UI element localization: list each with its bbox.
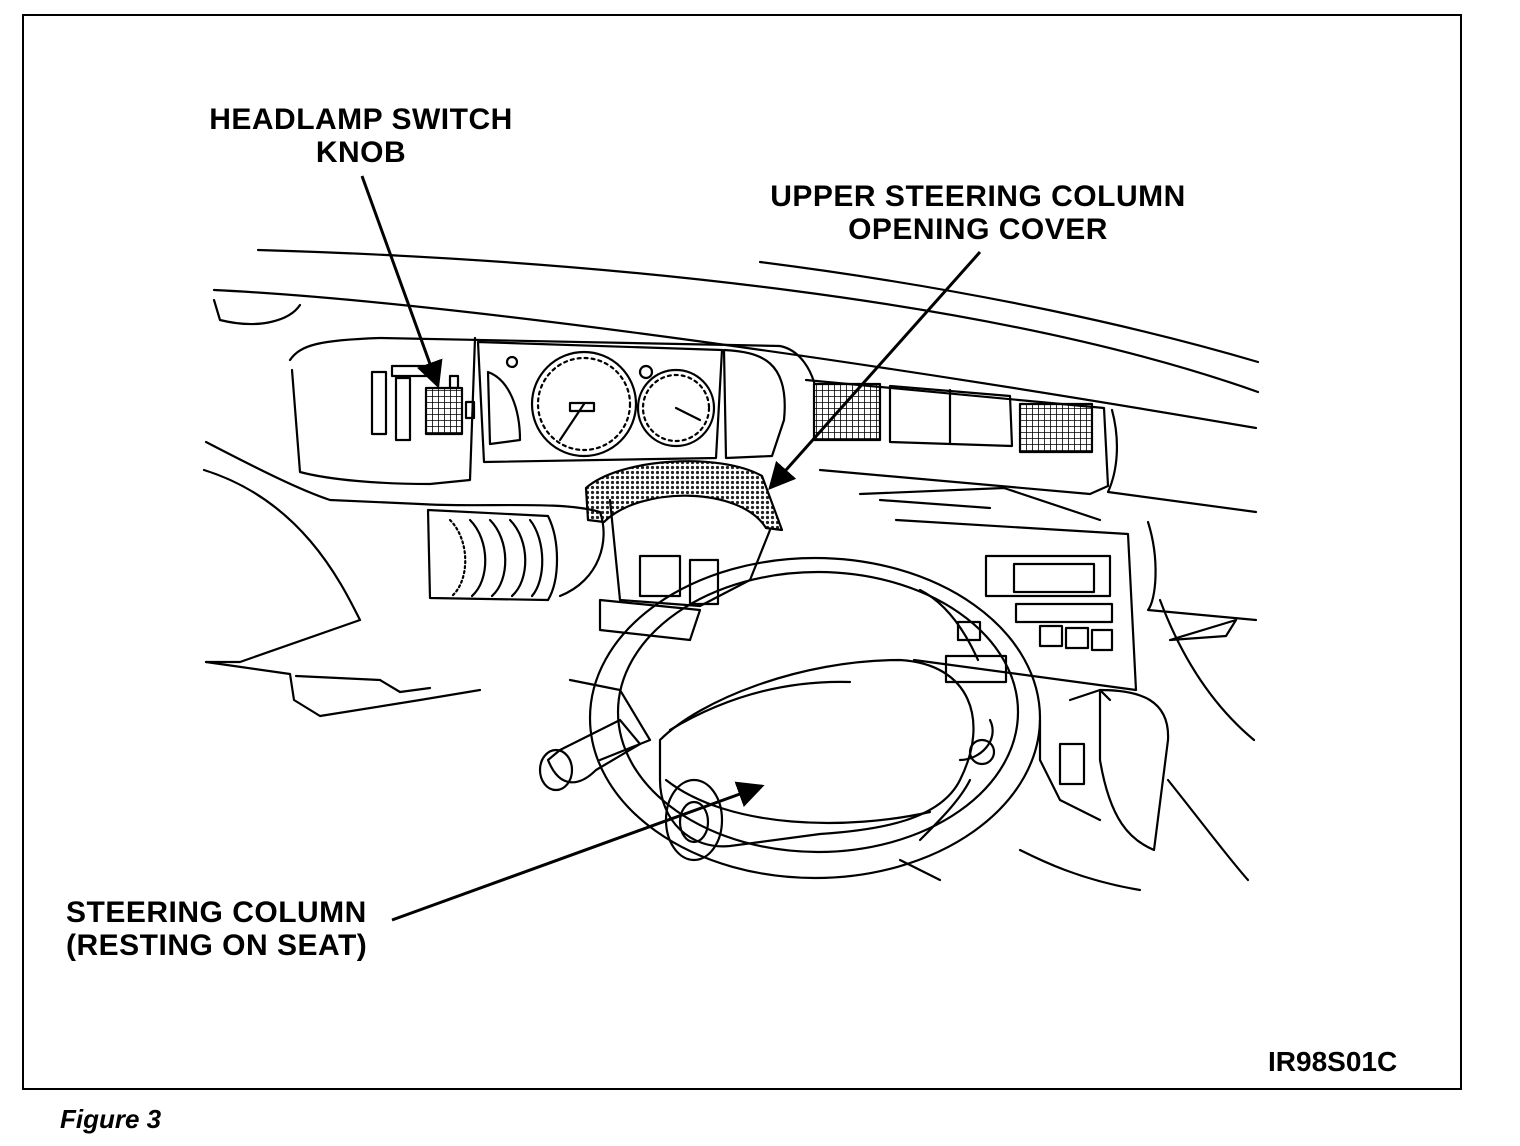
upper-column-cover: [584, 460, 784, 532]
column-label-line2: (RESTING ON SEAT): [66, 929, 368, 962]
steering-hub: [658, 658, 975, 848]
headlamp-label-line1: HEADLAMP SWITCH: [209, 103, 513, 136]
headlamp-switch-knob-label: HEADLAMP SWITCH KNOB: [206, 103, 516, 169]
windshield-line: [256, 248, 1260, 394]
headlamp-switch-knob: [424, 386, 464, 436]
tachometer: [636, 368, 716, 448]
figure-frame: [22, 14, 1462, 1090]
cluster-hood: [288, 336, 818, 392]
steering-wheel-inner: [616, 570, 1020, 854]
gauge-cluster-face: [476, 340, 724, 464]
center-vent-right: [1018, 402, 1094, 454]
center-vent-left: [812, 382, 882, 442]
upper-cover-leader-arrow: [768, 251, 982, 491]
column-label-line1: STEERING COLUMN: [66, 896, 367, 929]
dash-top-line: [758, 260, 1260, 364]
turn-signal-lever: [546, 718, 642, 784]
dash-upper-edge: [212, 288, 1258, 430]
figure-caption: Figure 3: [60, 1104, 162, 1134]
figure-code: IR98S01C: [1268, 1046, 1398, 1077]
left-dash-cap: [212, 298, 302, 326]
steering-column-label: STEERING COLUMN (RESTING ON SEAT): [66, 896, 378, 962]
left-air-vent: [426, 508, 559, 602]
upper-label-line1: UPPER STEERING COLUMN: [770, 180, 1186, 213]
headlamp-label-line2: KNOB: [315, 136, 407, 169]
cluster-left-bezel: [290, 336, 477, 486]
headlamp-leader-arrow: [360, 175, 443, 389]
upper-column-cover-label: UPPER STEERING COLUMN OPENING COVER: [766, 180, 1190, 246]
column-leader-arrow: [391, 781, 765, 922]
upper-label-line2: OPENING COVER: [848, 213, 1108, 246]
steering-wheel-outer: [588, 556, 1042, 880]
speedometer: [530, 350, 638, 458]
